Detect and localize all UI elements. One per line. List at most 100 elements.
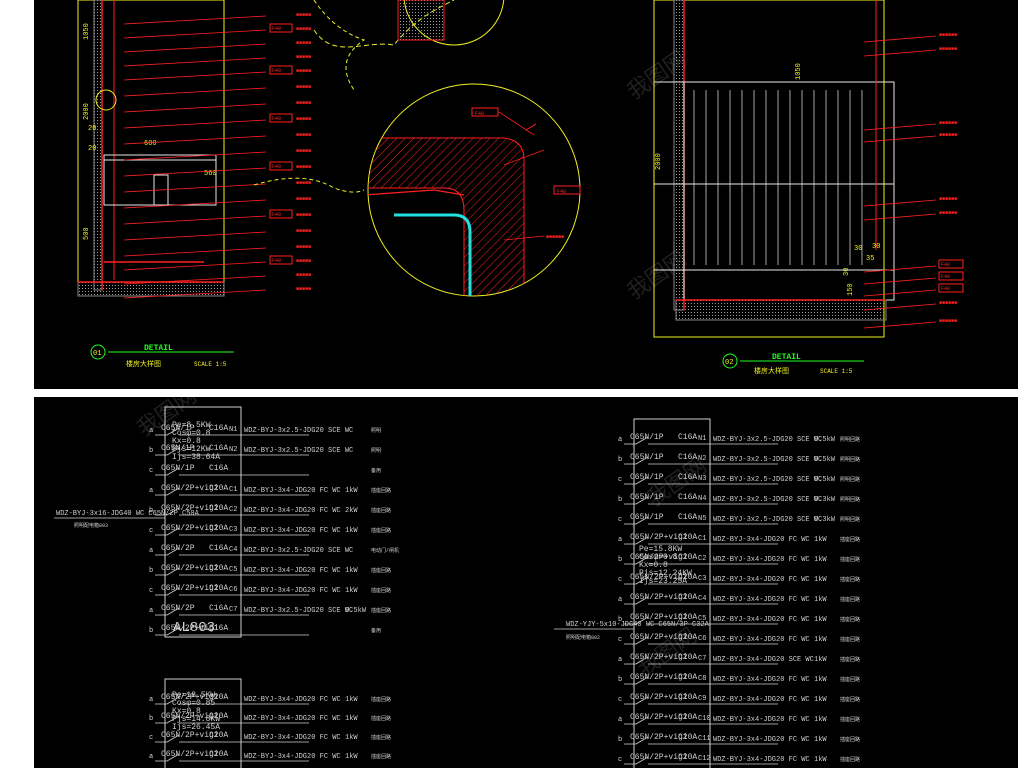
circuit-phase: a: [618, 596, 622, 604]
circuit-cable: WDZ-BYJ-3x2.5-JDG20 SCE WC: [713, 496, 822, 504]
circuit-phase: c: [618, 756, 622, 764]
detail-2-note: ■■■■■■: [939, 318, 957, 324]
circuit-rating: C16A: [678, 493, 697, 502]
detail-1-leader: [123, 231, 267, 241]
breaker-symbol: [635, 616, 649, 625]
circuit-use: 插座回路: [371, 527, 391, 534]
circuit-breaker: C65N/2P+vigi: [630, 573, 688, 582]
circuit-load: 0.3kW: [814, 496, 836, 504]
circuit-rating: C20A: [678, 533, 697, 542]
panel-param: Pjs=12.24KW: [639, 569, 692, 578]
circuit-breaker: C65N/1P: [630, 513, 664, 522]
detail-leader: [503, 149, 545, 166]
distribution-box: [164, 678, 242, 768]
circuit-breaker: C65N/2P+vigi: [161, 712, 219, 721]
circuit-load: 0.3kW: [814, 516, 836, 524]
circuit-id: N1: [229, 426, 237, 434]
circuit-cable: WDZ-BYJ-3x4-JDG20 FC WC: [244, 734, 341, 742]
panel-param: Pe=8.5KW: [172, 421, 211, 430]
circuit-use: 插座回路: [840, 696, 860, 703]
circuit-breaker: C65N/2P+vigi: [161, 731, 219, 740]
breaker-symbol: [166, 696, 180, 705]
note-tag: [938, 271, 964, 281]
circuit-cable: WDZ-BYJ-3x2.5-JDG20 SCE WC: [713, 436, 822, 444]
breaker-symbol: [635, 736, 649, 745]
breaker-symbol: [635, 756, 649, 765]
detail-2-dim-label: 35: [866, 255, 874, 263]
detail-2-dim-label: 1050: [795, 63, 803, 80]
detail-2-dim-label: 30: [872, 243, 880, 251]
detail-1-note: ■■■■■: [296, 228, 311, 234]
note-tag: [269, 65, 293, 75]
detail-1-note: ■■■■■: [296, 180, 311, 186]
circuit-id: C5: [698, 615, 706, 623]
detail-1-note: ■■■■■: [296, 84, 311, 90]
circuit-phase: a: [618, 436, 622, 444]
detail-1-note: ■■■■■: [296, 132, 311, 138]
circuit-rating: C20A: [678, 593, 697, 602]
circuit-cable: WDZ-BYJ-3x4-JDG20 FC WC: [713, 596, 810, 604]
note-code: F40: [272, 212, 281, 218]
circuit-breaker: C65N/2P+vigi: [630, 693, 688, 702]
circuit-breaker: C65N/2P+vigi: [630, 753, 688, 762]
detail-2-leader: [863, 277, 937, 285]
circuit-load: 1kW: [814, 636, 827, 644]
circuit-breaker: C65N/1P: [161, 444, 195, 453]
circuit-rating: C20A: [678, 553, 697, 562]
circuit-cable: WDZ-BYJ-3x2.5-JDG20 SCE WC: [244, 547, 353, 555]
circuit-rating: C20A: [209, 712, 228, 721]
circuit-load: 1kW: [814, 656, 827, 664]
circuit-use: 插座回路: [371, 587, 391, 594]
breaker-symbol: [166, 467, 180, 476]
detail-1-dim-label: 2000: [83, 103, 91, 120]
circuit-load: 1kW: [814, 616, 827, 624]
circuit-id: N2: [229, 446, 237, 454]
detail-1-leader: [123, 167, 267, 177]
circuit-cable: WDZ-BYJ-3x4-JDG20 FC WC: [713, 716, 810, 724]
detail-2-panel: [683, 81, 895, 301]
circuit-phase: a: [149, 696, 153, 704]
circuit-use: 插座回路: [840, 576, 860, 583]
circuit-id: C3: [229, 526, 237, 534]
circuit-id: N2: [698, 455, 706, 463]
note-tag: [269, 113, 293, 123]
breaker-symbol: [166, 587, 180, 596]
breaker-symbol: [166, 753, 180, 762]
detail-circle-top-fill: [397, 0, 445, 41]
circuit-load: 1kW: [345, 734, 358, 742]
detail-circle-content: [368, 137, 525, 296]
circuit-load: 0.5kW: [814, 456, 836, 464]
detail-1-leader: [123, 103, 267, 113]
circuit-use: 插座回路: [840, 636, 860, 643]
detail-red-edge: [368, 189, 465, 196]
detail-1-note: ■■■■■: [296, 68, 311, 74]
circuit-rating: C20A: [678, 573, 697, 582]
circuit-load: 1kW: [345, 753, 358, 761]
circuit-use: 插座回路: [840, 716, 860, 723]
detail-1-note: ■■■■■: [296, 116, 311, 122]
circuit-rating: C20A: [678, 673, 697, 682]
detail-1-leader: [123, 135, 267, 145]
circuit-rating: C20A: [678, 713, 697, 722]
note-code: F40: [272, 68, 281, 74]
detail-2-frame: [653, 0, 885, 338]
circuit-phase: b: [618, 676, 622, 684]
circuit-use: 插座回路: [371, 696, 391, 703]
circuit-cable: WDZ-BYJ-3x4-JDG20 FC WC: [244, 753, 341, 761]
detail-1-title: DETAIL: [144, 344, 173, 353]
circuit-phase: b: [618, 496, 622, 504]
circuit-rating: C20A: [209, 484, 228, 493]
detail-2-note: ■■■■■■: [939, 196, 957, 202]
detail-2-leader: [863, 303, 937, 311]
circuit-breaker: C65N/2P+vigi: [161, 584, 219, 593]
circuit-load: 0.5kW: [814, 436, 836, 444]
circuit-cable: WDZ-BYJ-3x4-JDG20 FC WC: [244, 507, 341, 515]
incoming-sub: 照明配电箱803: [74, 522, 108, 529]
panel-param: Kx=0.8: [639, 561, 668, 570]
circuit-breaker: C65N/2P+vigi: [630, 553, 688, 562]
circuit-use: 插座回路: [840, 656, 860, 663]
circuit-use: 插座回路: [840, 736, 860, 743]
circuit-cable: WDZ-BYJ-3x4-JDG20 FC WC: [713, 556, 810, 564]
incoming-cable: WDZ-YJY-5x10-JDG40 WC C65N/3P C32A: [566, 621, 710, 629]
circuit-phase: a: [149, 547, 153, 555]
